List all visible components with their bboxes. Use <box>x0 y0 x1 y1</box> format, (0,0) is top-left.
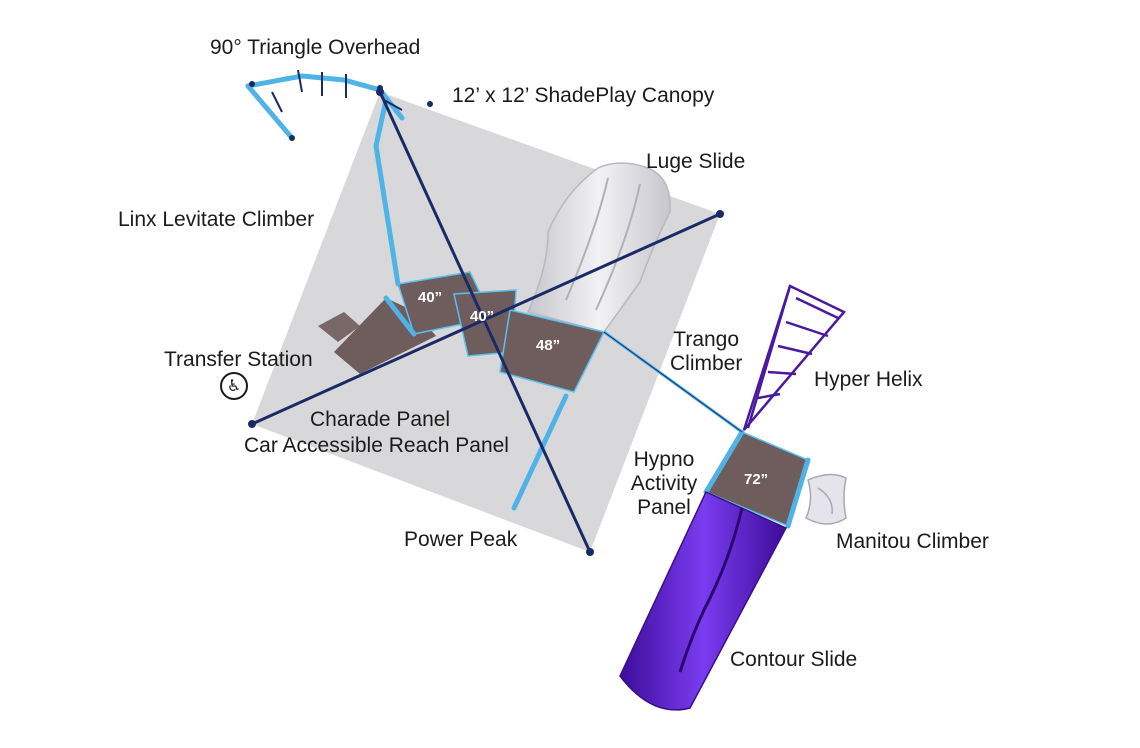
label-power-peak: Power Peak <box>404 528 518 551</box>
label-canopy: 12’ x 12’ ShadePlay Canopy <box>452 84 715 107</box>
hypno-line-2: Activity <box>630 472 698 495</box>
trango-line-2: Climber <box>670 352 743 375</box>
label-triangle-overhead: 90° Triangle Overhead <box>210 36 421 59</box>
wheelchair-icon: ♿ <box>220 372 248 400</box>
deck-c-label: 48” <box>536 337 560 354</box>
contour-slide <box>619 491 788 711</box>
deck-a-label: 40” <box>418 289 442 306</box>
label-car-reach-panel: Car Accessible Reach Panel <box>244 434 509 457</box>
canopy-posts <box>250 90 722 554</box>
support-posts <box>373 97 811 529</box>
label-linx-climber: Linx Levitate Climber <box>118 208 315 231</box>
luge-slide <box>526 162 671 333</box>
label-luge-slide: Luge Slide <box>646 150 746 173</box>
hyper-helix <box>742 284 846 431</box>
label-manitou-climber: Manitou Climber <box>836 530 989 553</box>
hypno-line-1: Hypno <box>633 448 695 471</box>
deck-b-label: 40” <box>470 308 494 325</box>
hypno-line-3: Panel <box>637 496 691 519</box>
label-hypno-panel: Hypno Activity Panel <box>626 448 702 520</box>
label-transfer-station: Transfer Station <box>164 348 313 371</box>
label-trango-climber: Trango Climber <box>670 328 742 376</box>
label-charade-panel: Charade Panel <box>310 408 451 431</box>
trango-line-1: Trango <box>673 328 740 351</box>
manitou-climber <box>805 473 847 525</box>
label-hyper-helix: Hyper Helix <box>814 368 923 391</box>
label-contour-slide: Contour Slide <box>730 648 858 671</box>
deck-d-label: 72” <box>744 471 768 488</box>
deck-c <box>499 309 606 393</box>
